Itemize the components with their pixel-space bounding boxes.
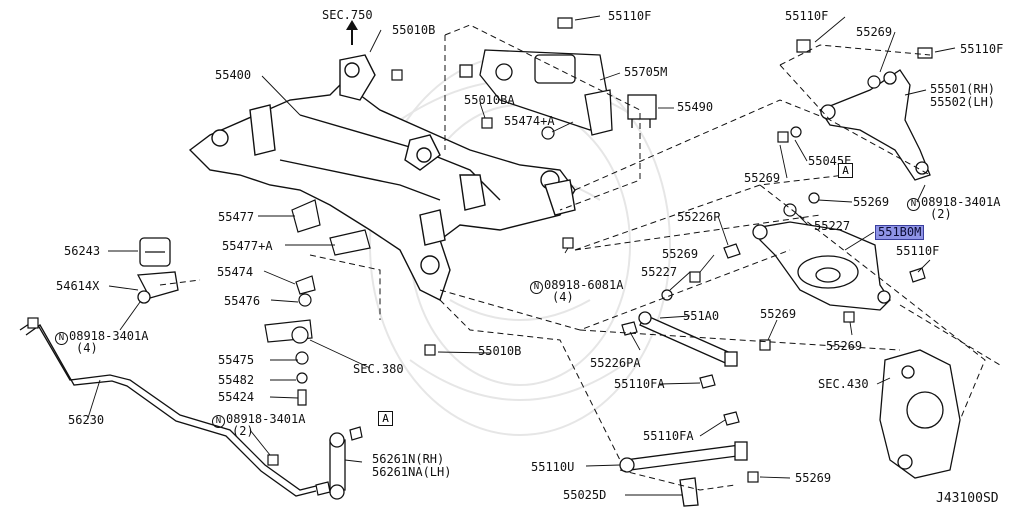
label-55010BA: 55010BA xyxy=(464,93,515,107)
label-bolt-right-code: 08918-3401A xyxy=(921,195,1001,209)
label-54614X: 54614X xyxy=(56,279,100,293)
label-55269-b: 55269 xyxy=(795,471,832,485)
label-55269-r2: 55269 xyxy=(744,171,781,185)
label-55010B-top: 55010B xyxy=(392,23,436,37)
label-55474: 55474 xyxy=(217,265,254,279)
crossmember-55400 xyxy=(188,54,576,301)
label-55110U: 55110U xyxy=(531,460,575,474)
label-56261N: 56261N(RH) xyxy=(372,452,445,466)
label-55226PA: 55226PA xyxy=(590,356,641,370)
label-55110F-r3: 55110F xyxy=(896,244,940,258)
label-55110F-r1: 55110F xyxy=(785,9,829,23)
label-55477A: 55477+A xyxy=(222,239,273,253)
link-55110U xyxy=(619,441,748,507)
arrow-up-icon xyxy=(346,20,358,45)
label-55490: 55490 xyxy=(677,100,714,114)
label-bolt-bottom-qty: (2) xyxy=(232,424,254,438)
label-sec430: SEC.430 xyxy=(818,377,869,391)
circle-n-icon: N xyxy=(55,332,68,345)
leader-lines xyxy=(87,15,956,496)
label-56243: 56243 xyxy=(64,244,101,258)
label-bolt-left-code: 08918-3401A xyxy=(69,329,149,343)
label-55227-r: 55227 xyxy=(814,219,851,233)
label-bolt-bottom-code: 08918-3401A xyxy=(226,412,306,426)
link-551A0 xyxy=(638,311,738,367)
label-55269-m1: 55269 xyxy=(662,247,699,261)
label-55476: 55476 xyxy=(224,294,261,308)
label-55474A: 55474+A xyxy=(504,114,555,128)
label-sec750: SEC.750 xyxy=(322,8,373,22)
diagram-code: J43100SD xyxy=(936,491,999,506)
label-bolt-mid-qty: (4) xyxy=(552,290,574,304)
label-55269-r1: 55269 xyxy=(856,25,893,39)
label-55025D: 55025D xyxy=(563,488,607,502)
label-bolt-mid-code: 08918-6081A xyxy=(544,278,624,292)
relay-55490 xyxy=(627,94,657,128)
label-55424: 55424 xyxy=(218,390,255,404)
stabilizer-56230 xyxy=(19,319,321,497)
label-sec380: SEC.380 xyxy=(353,362,404,376)
label-55269-m3: 55269 xyxy=(826,339,863,353)
circle-n-icon: N xyxy=(907,198,920,211)
label-55501: 55501(RH) xyxy=(930,82,996,96)
label-55482: 55482 xyxy=(218,373,255,387)
label-55269-m2: 55269 xyxy=(760,307,797,321)
label-bolt-left-qty: (4) xyxy=(76,341,98,355)
link-56261N xyxy=(329,432,346,500)
label-55110FA-1: 55110FA xyxy=(614,377,665,391)
label-56230: 56230 xyxy=(68,413,105,427)
actuator-55705M xyxy=(459,49,613,136)
label-551B0M-highlighted[interactable]: 551B0M xyxy=(875,225,925,240)
upper-arm-55501 xyxy=(819,69,931,181)
label-56261NA: 56261NA(LH) xyxy=(372,465,452,479)
label-55705M: 55705M xyxy=(624,65,668,79)
fastener-hardware xyxy=(27,17,933,496)
dashed-group-outlines xyxy=(159,24,1001,491)
label-55477: 55477 xyxy=(218,210,255,224)
circle-n-icon: N xyxy=(530,281,543,294)
label-55010B-mid: 55010B xyxy=(478,344,522,358)
label-55269-r3: 55269 xyxy=(853,195,890,209)
label-55475: 55475 xyxy=(218,353,255,367)
reference-box-a-right: A xyxy=(838,163,853,178)
label-55227-m: 55227 xyxy=(641,265,678,279)
label-55110F-r2: 55110F xyxy=(960,42,1004,56)
label-55110F-top: 55110F xyxy=(608,9,652,23)
circle-n-icon: N xyxy=(212,415,225,428)
label-55226P: 55226P xyxy=(677,210,721,224)
knuckle-sec430 xyxy=(879,349,961,479)
label-bolt-right-qty: (2) xyxy=(930,207,952,221)
label-551A0: 551A0 xyxy=(683,309,720,323)
label-55110FA-2: 55110FA xyxy=(643,429,694,443)
lower-arm-551B0M xyxy=(752,221,891,311)
label-55400: 55400 xyxy=(215,68,252,82)
reference-box-a-left: A xyxy=(378,411,393,426)
label-55502: 55502(LH) xyxy=(930,95,996,109)
bushing-56243 xyxy=(136,237,179,304)
